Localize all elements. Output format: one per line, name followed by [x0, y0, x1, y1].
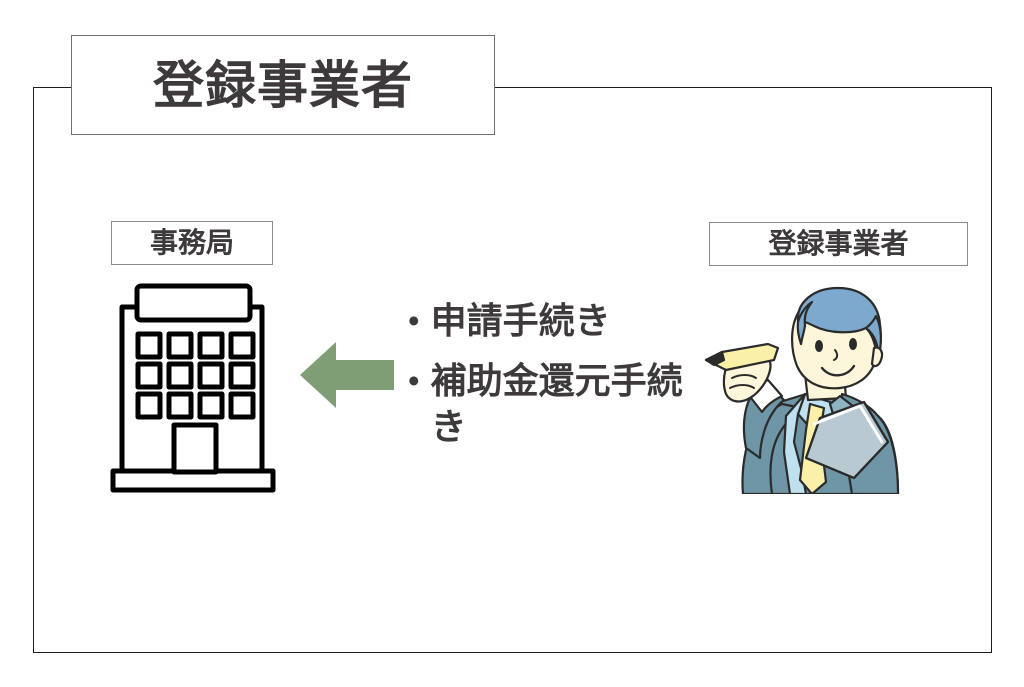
operator-caption-box: 登録事業者: [709, 222, 968, 266]
office-caption-label: 事務局: [149, 227, 234, 258]
diagram-title-box: 登録事業者: [71, 35, 495, 135]
office-caption-box: 事務局: [111, 221, 273, 265]
bullet-icon: •: [408, 302, 420, 339]
businessman-with-pencil-illustration: [702, 282, 928, 496]
page-title: 登録事業者: [152, 56, 413, 114]
list-item: • 補助金還元手続き: [408, 358, 694, 450]
list-item-label: 補助金還元手続き: [430, 360, 683, 448]
operator-caption-label: 登録事業者: [768, 228, 909, 259]
bullet-icon: •: [408, 362, 420, 400]
diagram-outer-frame: [33, 87, 992, 653]
list-item: • 申請手続き: [408, 298, 694, 344]
left-arrow: [300, 340, 394, 410]
process-list: • 申請手続き • 補助金還元手続き: [408, 298, 694, 464]
list-item-label: 申請手続き: [430, 300, 611, 341]
office-building-icon: [108, 278, 288, 494]
